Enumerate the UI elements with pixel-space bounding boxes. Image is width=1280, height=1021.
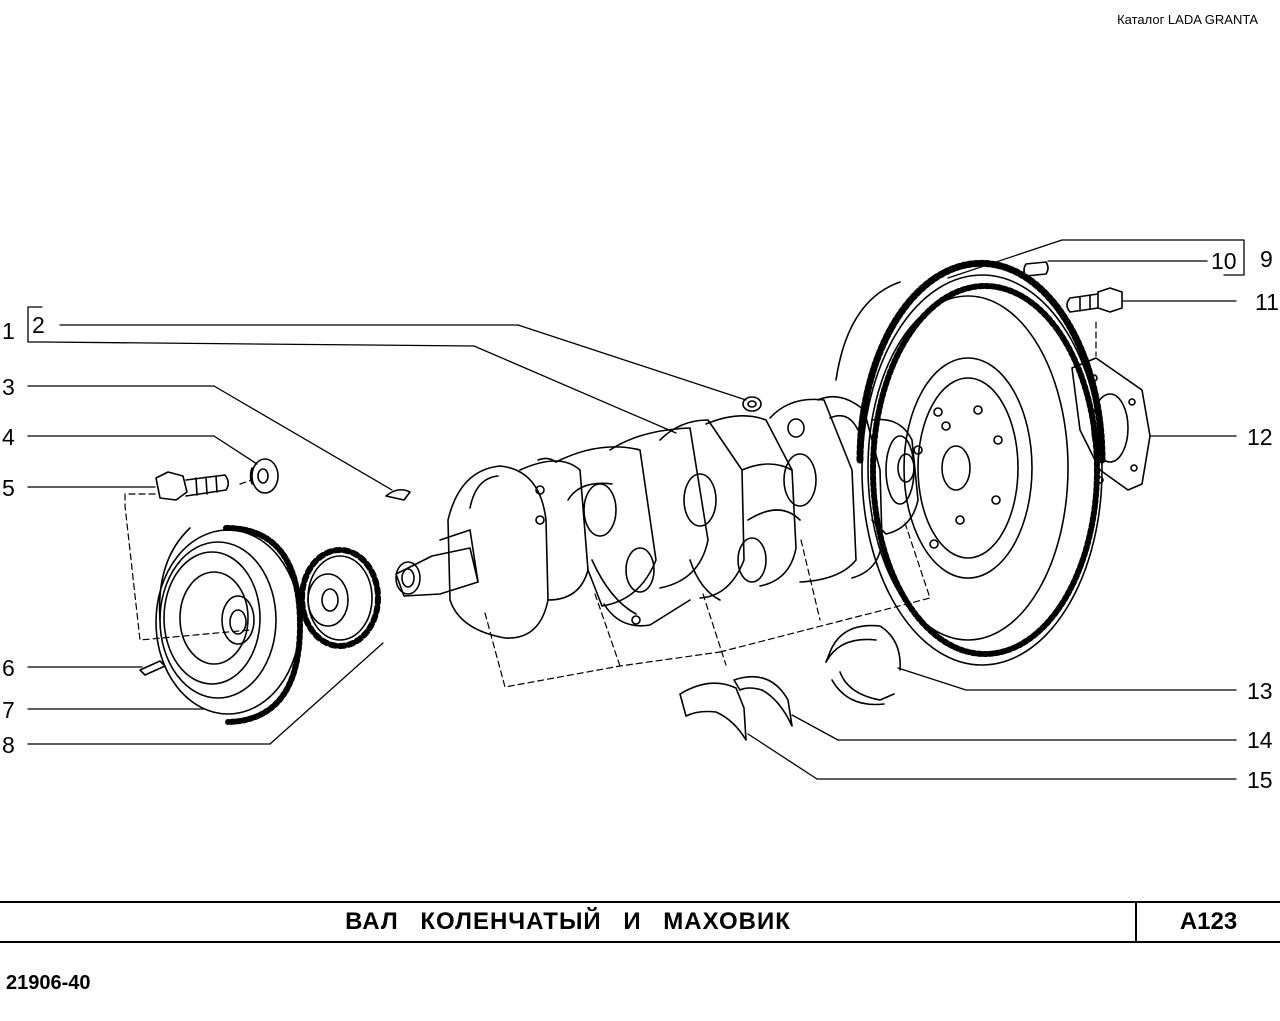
callout-5: 5 xyxy=(2,475,15,501)
dowel-pin xyxy=(1023,261,1049,277)
callout-12: 12 xyxy=(1247,424,1273,450)
page-title: ВАЛ КОЛЕНЧАТЫЙ И МАХОВИК xyxy=(0,902,1136,942)
segment-key xyxy=(385,488,411,501)
callout-10: 10 xyxy=(1211,248,1237,274)
crankshaft xyxy=(395,395,919,639)
flywheel-bolt xyxy=(1066,287,1123,313)
flywheel xyxy=(835,259,1106,666)
crankshaft-pulley xyxy=(155,525,303,725)
title-divider xyxy=(1135,902,1137,942)
footer-bottom-rule xyxy=(0,941,1280,943)
crankshaft-sprocket xyxy=(299,547,381,649)
washer xyxy=(249,458,279,494)
document-number: 21906-40 xyxy=(6,972,91,994)
callout-11: 11 xyxy=(1255,289,1279,315)
pulley-bolt xyxy=(155,471,230,501)
callout-4: 4 xyxy=(2,424,15,450)
callout-3: 3 xyxy=(2,374,15,400)
callout-13: 13 xyxy=(1247,678,1273,704)
catalog-label: Каталог LADA GRANTA xyxy=(1117,12,1258,27)
pulley-key xyxy=(139,660,166,676)
thrust-half-ring-upper xyxy=(733,676,793,727)
oil-plug xyxy=(742,396,762,412)
page-code: А123 xyxy=(1179,908,1238,935)
assembly-dashed-lines xyxy=(124,321,1097,688)
main-bearing-shells xyxy=(825,624,901,706)
callout-1: 1 xyxy=(2,318,15,344)
callout-9: 9 xyxy=(1260,246,1273,272)
callout-15: 15 xyxy=(1247,767,1273,793)
callout-6: 6 xyxy=(2,655,15,681)
footer-top-rule xyxy=(0,901,1280,903)
callout-7: 7 xyxy=(2,697,15,723)
page-title-text: ВАЛ КОЛЕНЧАТЫЙ И МАХОВИК xyxy=(345,908,791,935)
callout-8: 8 xyxy=(2,732,15,758)
crankshaft-flywheel-diagram xyxy=(27,239,1245,780)
callout-2: 2 xyxy=(32,312,45,338)
washer-plate xyxy=(1071,357,1151,491)
thrust-half-ring-lower xyxy=(679,682,747,741)
leader-lines xyxy=(27,239,1245,780)
callout-14: 14 xyxy=(1247,727,1273,753)
